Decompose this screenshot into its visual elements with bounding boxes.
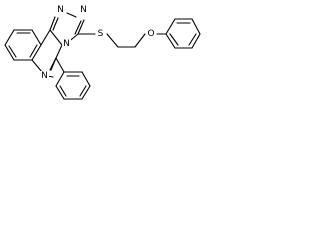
pyrimidine-ring: [31, 29, 63, 78]
atom-sulfur: S: [98, 29, 104, 39]
chemical-structure-diagram: N N N S N O: [4, 5, 201, 100]
phenoxy-ring: [165, 18, 201, 49]
benzo-ring: [4, 29, 42, 61]
atom-n-triazole-upper: N: [80, 5, 87, 15]
thioether-chain: [77, 33, 167, 48]
phenyl-ring: [55, 57, 91, 100]
triazole-ring: [49, 12, 85, 45]
atom-labels: N N N S N O: [40, 5, 156, 81]
atom-oxygen: O: [147, 29, 154, 39]
atom-n-triazole-bridge: N: [63, 39, 70, 49]
atom-n-quinazoline: N: [41, 71, 48, 81]
atom-n-triazole-top: N: [57, 5, 64, 15]
